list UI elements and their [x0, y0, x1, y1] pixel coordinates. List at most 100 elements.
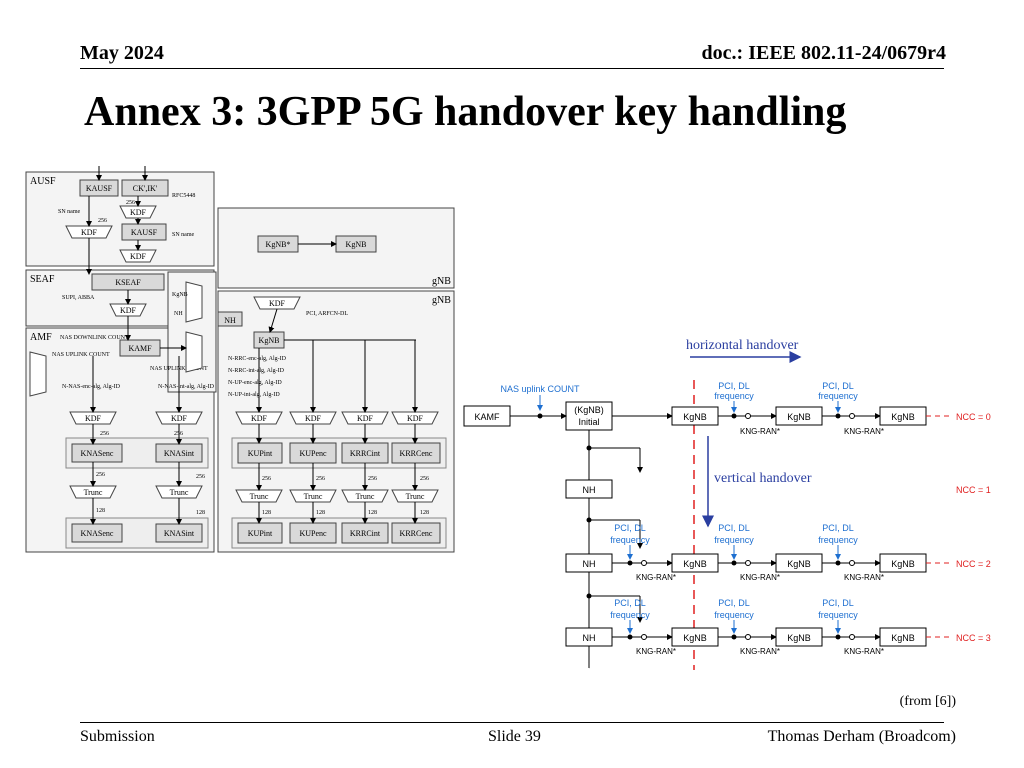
rfc5448-label: RFC5448: [172, 193, 195, 199]
footer-slide-number: Slide 39: [488, 728, 541, 745]
bits-label: 128: [96, 508, 105, 514]
pci-dl-label: PCI, DL: [822, 381, 854, 391]
kdf-block: KDF: [120, 306, 137, 315]
kupint-key-2: KUPint: [248, 529, 273, 538]
ncc-0-label: NCC = 0: [956, 412, 991, 422]
kgnb-key: KgNB: [259, 336, 280, 345]
supi-abba-label: SUPI, ABBA: [62, 295, 95, 301]
ck-ik-key: CK',IK': [133, 184, 158, 193]
frequency-label: frequency: [714, 391, 754, 401]
kgnb-box: KgNB: [683, 412, 707, 422]
nh-box: NH: [583, 633, 596, 643]
key-hierarchy-diagram: AUSF SEAF AMF gNB gNB KAUSF CK',IK' RFC5…: [25, 166, 455, 553]
trunc-block: Trunc: [356, 492, 375, 501]
frequency-label: frequency: [714, 535, 754, 545]
initial-kgnb-word: Initial: [578, 417, 599, 427]
kupenc-key-2: KUPenc: [299, 529, 327, 538]
kgnb-side-label: KgNB: [172, 292, 188, 298]
kgnb-box: KgNB: [787, 633, 811, 643]
kdf-block: KDF: [81, 228, 98, 237]
kgnb-box: KgNB: [787, 559, 811, 569]
kamf-box-label: KAMF: [474, 412, 500, 422]
kupint-key: KUPint: [248, 449, 273, 458]
nas-uplink-count-label: NAS uplink COUNT: [500, 384, 580, 394]
krrcint-key-2: KRRCint: [350, 529, 381, 538]
trunc-block: Trunc: [250, 492, 269, 501]
kdf-block: KDF: [171, 414, 188, 423]
nas-ul-count-label-1: NAS UPLINK COUNT: [52, 352, 110, 358]
kngran-label: KNG-RAN*: [844, 647, 884, 656]
horizontal-handover-label: horizontal handover: [686, 338, 799, 353]
bits-label: 128: [196, 510, 205, 516]
krrcenc-key: KRRCenc: [400, 449, 433, 458]
frequency-label: frequency: [818, 535, 858, 545]
kgnb-box: KgNB: [787, 412, 811, 422]
sn-name-label-1: SN name: [58, 209, 81, 215]
trunc-block: Trunc: [170, 488, 189, 497]
kdf-block: KDF: [269, 299, 286, 308]
rrc-enc-alg-label: N-RRC-enc-alg, Alg-ID: [228, 356, 287, 362]
frequency-label: frequency: [818, 391, 858, 401]
kdf-block: KDF: [85, 414, 102, 423]
nas-int-alg-label: N-NAS-int-alg, Alg-ID: [158, 384, 215, 390]
ncc-1-label: NCC = 1: [956, 485, 991, 495]
knasint-key-2: KNASint: [164, 529, 195, 538]
handover-diagram: horizontal handover vertical handover NA…: [463, 338, 991, 670]
bits-label: 128: [420, 510, 429, 516]
vertical-handover-label: vertical handover: [714, 471, 812, 486]
pci-dl-label: PCI, DL: [718, 598, 750, 608]
kamf-key: KAMF: [128, 344, 152, 353]
kupenc-key: KUPenc: [299, 449, 327, 458]
bits-label: 256: [100, 431, 109, 437]
nh-box: NH: [583, 485, 596, 495]
kdf-block: KDF: [130, 208, 147, 217]
kgnb-box: KgNB: [891, 412, 915, 422]
bits-label: 256: [98, 218, 107, 224]
kgnb-box: KgNB: [891, 633, 915, 643]
knasint-key: KNASint: [164, 449, 195, 458]
footer-submission: Submission: [80, 728, 155, 745]
pci-arfcn-label: PCI, ARFCN-DL: [306, 311, 348, 317]
trunc-block: Trunc: [304, 492, 323, 501]
kdf-block: KDF: [407, 414, 424, 423]
pci-dl-label: PCI, DL: [614, 598, 646, 608]
pci-dl-label: PCI, DL: [822, 598, 854, 608]
frequency-label: frequency: [610, 535, 650, 545]
kdf-block: KDF: [357, 414, 374, 423]
bits-label: 128: [262, 510, 271, 516]
kseaf-key: KSEAF: [115, 278, 141, 287]
bits-label: 128: [316, 510, 325, 516]
kngran-label: KNG-RAN*: [740, 427, 780, 436]
kgnb-box: KgNB: [683, 559, 707, 569]
kgnb-top-key: KgNB: [346, 240, 367, 249]
krrcint-key: KRRCint: [350, 449, 381, 458]
initial-kgnb-key: (KgNB): [574, 405, 604, 415]
bits-label: 256: [126, 200, 135, 206]
pci-dl-label: PCI, DL: [718, 381, 750, 391]
kgnb-box: KgNB: [683, 633, 707, 643]
kausf-key-2: KAUSF: [131, 228, 158, 237]
kdf-block: KDF: [130, 252, 147, 261]
initial-kgnb-box: [565, 401, 613, 431]
gnb-main-label: gNB: [432, 295, 451, 306]
gnb-kdf-row: KDF KDF KDF KDF: [235, 411, 439, 425]
nh-side-label: NH: [174, 311, 183, 317]
pci-dl-label: PCI, DL: [718, 523, 750, 533]
frequency-label: frequency: [714, 610, 754, 620]
amf-label: AMF: [30, 332, 52, 343]
header-rule: [80, 68, 944, 69]
source-note: (from [6]): [899, 694, 956, 709]
kngran-label: KNG-RAN*: [636, 647, 676, 656]
sn-name-label-2: SN name: [172, 232, 195, 238]
header-doc-id: doc.: IEEE 802.11-24/0679r4: [701, 42, 946, 64]
frequency-label: frequency: [610, 610, 650, 620]
up-enc-alg-label: N-UP-enc-alg, Alg-ID: [228, 380, 282, 386]
kdf-block: KDF: [251, 414, 268, 423]
nh-box: NH: [583, 559, 596, 569]
nh-key: NH: [224, 316, 236, 325]
pci-dl-label: PCI, DL: [822, 523, 854, 533]
footer-author: Thomas Derham (Broadcom): [767, 728, 956, 745]
bits-label: 256: [96, 472, 105, 478]
nas-dl-count-label: NAS DOWNLINK COUNT: [60, 335, 129, 341]
